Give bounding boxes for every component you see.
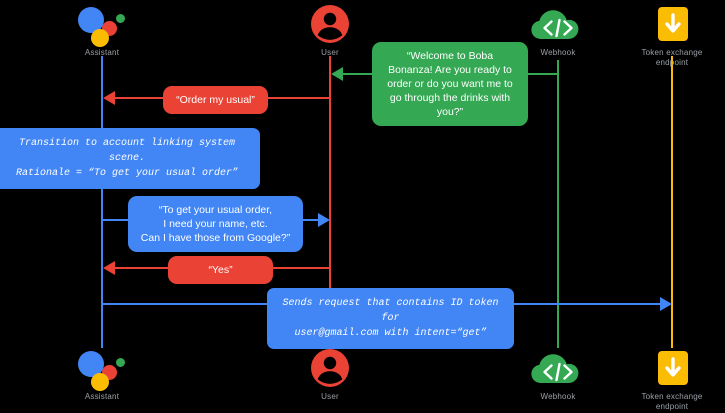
actor-label-assistant: Assistant: [84, 48, 120, 57]
lifeline-webhook: [557, 60, 559, 348]
message-note-send-id-token: Sends request that contains ID token for…: [267, 288, 514, 349]
actor-token-endpoint-bottom: Token exchange endpoint: [620, 347, 724, 412]
download-box-icon: [620, 347, 724, 389]
arrow-head-ask-consent: [318, 213, 330, 227]
assistant-dot-green: [116, 14, 125, 23]
message-bubble-welcome: “Welcome to Boba Bonanza! Are you ready …: [372, 42, 528, 126]
actor-user-bottom: User: [278, 347, 382, 402]
actor-user-top: User: [278, 3, 382, 58]
download-box-icon: [620, 3, 724, 45]
google-assistant-icon: [50, 347, 154, 391]
cloud-code-svg: [531, 354, 579, 383]
actor-webhook-bottom: Webhook: [506, 347, 610, 402]
cloud-code-icon: [506, 3, 610, 45]
google-assistant-icon: [50, 3, 154, 47]
message-note-transition: Transition to account linking system sce…: [0, 128, 260, 189]
assistant-dot-blue: [78, 351, 104, 377]
actor-label-user: User: [321, 392, 339, 401]
assistant-dot-yellow: [91, 29, 109, 47]
lifeline-token-endpoint: [671, 56, 673, 348]
arrow-head-welcome: [331, 67, 343, 81]
user-avatar-svg: [311, 349, 349, 387]
actor-label-user: User: [321, 48, 339, 57]
download-box-svg: [658, 7, 688, 41]
user-avatar-icon: [278, 3, 382, 45]
cloud-code-icon: [506, 347, 610, 389]
actor-label-token-endpoint: Token exchange endpoint: [641, 48, 703, 67]
lifeline-user: [329, 56, 331, 348]
arrow-head-yes: [103, 261, 115, 275]
assistant-dot-blue: [78, 7, 104, 33]
actor-label-webhook: Webhook: [540, 48, 576, 57]
user-avatar-svg: [311, 5, 349, 43]
user-avatar-icon: [278, 347, 382, 389]
download-box-svg: [658, 351, 688, 385]
arrow-head-order-my-usual: [103, 91, 115, 105]
lifeline-assistant: [101, 56, 103, 348]
actor-webhook-top: Webhook: [506, 3, 610, 58]
assistant-dot-yellow: [91, 373, 109, 391]
message-bubble-yes: “Yes”: [168, 256, 273, 284]
cloud-code-svg: [531, 10, 579, 39]
arrow-head-send-id-token: [660, 297, 672, 311]
actor-token-endpoint-top: Token exchange endpoint: [620, 3, 724, 68]
message-bubble-order-my-usual: “Order my usual”: [163, 86, 268, 114]
assistant-dot-green: [116, 358, 125, 367]
actor-label-assistant: Assistant: [84, 392, 120, 401]
message-bubble-ask-consent: “To get your usual order, I need your na…: [128, 196, 303, 252]
actor-assistant-bottom: Assistant: [50, 347, 154, 402]
actor-label-webhook: Webhook: [540, 392, 576, 401]
actor-assistant-top: Assistant: [50, 3, 154, 58]
actor-label-token-endpoint: Token exchange endpoint: [641, 392, 703, 411]
